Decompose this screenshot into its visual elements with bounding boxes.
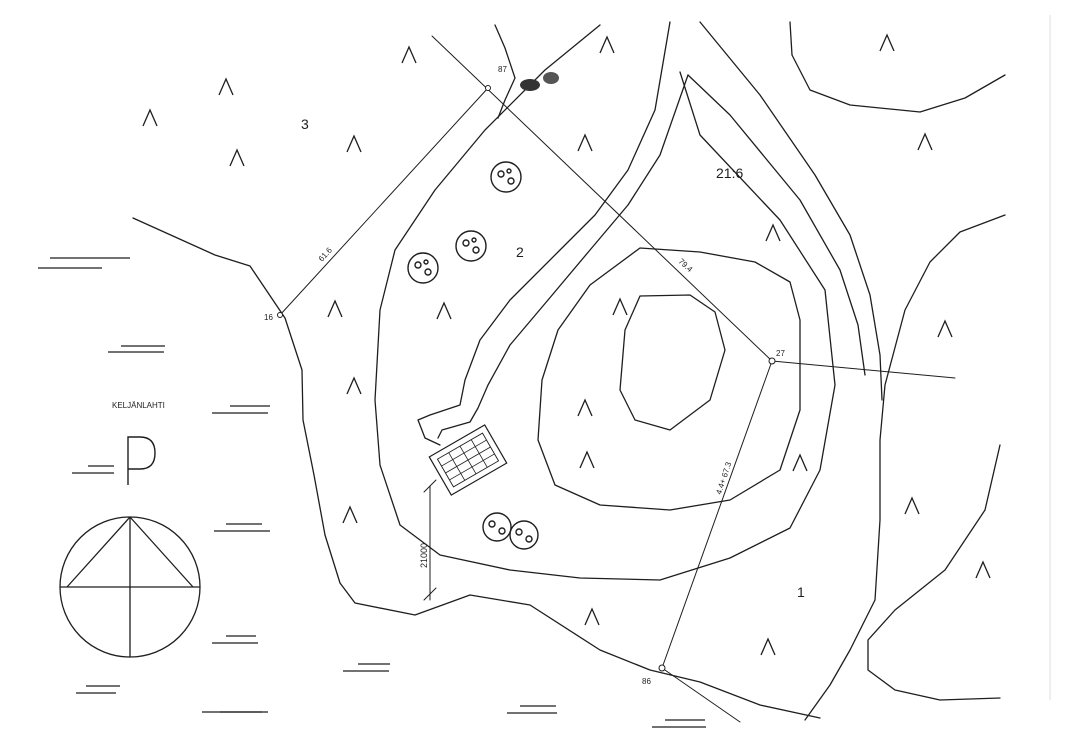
boundary-point-markers <box>277 85 776 672</box>
coniferous-forest-symbols <box>142 33 991 656</box>
meadow-icon <box>343 663 390 672</box>
conifer-icon <box>142 108 158 127</box>
conifer-icon <box>346 376 362 395</box>
deciduous-tree-icon <box>509 520 539 550</box>
boundary-86-south <box>661 667 741 723</box>
contour-outer-left <box>132 217 821 719</box>
meadow-icon <box>507 705 557 714</box>
deciduous-tree-icon <box>482 512 512 542</box>
access-road <box>417 21 883 446</box>
contour-mid-left <box>374 24 836 581</box>
meadow-icon <box>72 465 114 474</box>
deciduous-tree-icon <box>490 161 522 193</box>
deciduous-trees <box>407 161 539 550</box>
building-hatching <box>441 439 495 481</box>
contour-upper-right <box>789 21 1006 113</box>
boundary-87-27 <box>431 35 773 362</box>
road-inner-left-edge <box>437 74 689 439</box>
conifer-icon <box>346 134 362 153</box>
map-labels: 16 87 27 86 61.6 79.4 4.4+ 67.3 3 2 1 21… <box>112 65 805 686</box>
parcel-label-1: 1 <box>797 584 805 600</box>
conifer-icon <box>792 453 808 472</box>
contour-top-ring <box>619 294 726 431</box>
road-left-edge <box>417 21 671 446</box>
rock-icon <box>520 79 540 91</box>
compass-symbol <box>59 516 201 658</box>
distance-label-61: 61.6 <box>317 245 334 263</box>
conifer-icon <box>584 607 600 626</box>
conifer-icon <box>760 637 776 656</box>
boundary-27-86 <box>661 360 773 669</box>
compass-arrow-left <box>66 516 131 588</box>
conifer-icon <box>577 133 593 152</box>
place-name-label: KELJÄNLAHTI <box>112 401 165 410</box>
distance-label-79: 79.4 <box>677 257 695 274</box>
compass-arrow-right <box>129 516 194 588</box>
meadow-icon <box>76 685 120 694</box>
contour-inner-ring <box>537 247 801 511</box>
contour-right <box>804 214 1006 721</box>
road-right-edge <box>699 21 883 401</box>
point-label-87: 87 <box>498 65 507 74</box>
meadow-icon <box>212 635 258 644</box>
building <box>428 424 508 496</box>
deciduous-tree-icon <box>407 252 439 284</box>
parking-symbol: P <box>0 0 156 485</box>
conifer-icon <box>599 35 615 54</box>
meadow-icon <box>214 523 270 532</box>
conifer-icon <box>904 496 920 515</box>
conifer-icon <box>975 560 991 579</box>
boundary-lines <box>279 35 956 723</box>
conifer-icon <box>229 148 245 167</box>
building-inner <box>436 432 500 488</box>
conifer-icon <box>401 45 417 64</box>
dimension-line: 21000 <box>419 479 437 601</box>
boundary-point-16 <box>277 312 283 318</box>
boundary-point-87 <box>485 85 491 91</box>
conifer-icon <box>612 297 628 316</box>
conifer-icon <box>577 398 593 417</box>
conifer-icon <box>879 33 895 52</box>
parcel-label-2: 2 <box>516 244 524 260</box>
conifer-icon <box>327 299 343 318</box>
conifer-icon <box>937 319 953 338</box>
conifer-icon <box>342 505 358 524</box>
boundary-27-east <box>771 360 956 379</box>
point-label-86: 86 <box>642 677 651 686</box>
boundary-16-87 <box>279 87 489 316</box>
meadow-icon <box>38 257 130 269</box>
contour-lines <box>132 21 1006 721</box>
meadow-symbols <box>38 257 706 728</box>
meadow-icon <box>652 719 706 728</box>
road-inner-right-edge <box>687 74 866 376</box>
parcel-label-3: 3 <box>301 116 309 132</box>
conifer-icon <box>765 223 781 242</box>
conifer-icon <box>436 301 452 320</box>
conifer-icon <box>218 77 234 96</box>
contour-lower-right <box>867 444 1001 701</box>
meadow-icon <box>108 345 165 353</box>
conifer-icon <box>917 132 933 151</box>
conifer-icon <box>579 450 595 469</box>
parking-letter: P <box>0 0 1 1</box>
boundary-point-86 <box>658 664 666 672</box>
deciduous-tree-icon <box>455 230 487 262</box>
meadow-icon <box>212 405 270 414</box>
dimension-tick-top <box>423 479 437 493</box>
point-label-27: 27 <box>776 349 785 358</box>
dimension-tick-bottom <box>423 587 437 601</box>
contour-top-left-stream <box>494 24 516 119</box>
dimension-label: 21000 <box>419 543 429 568</box>
rock-icon <box>543 72 559 84</box>
rock-marks <box>520 72 559 91</box>
parking-icon <box>127 436 156 485</box>
point-label-16: 16 <box>264 313 273 322</box>
boundary-point-27 <box>768 357 776 365</box>
parcel-label-21-6: 21:6 <box>716 165 743 181</box>
